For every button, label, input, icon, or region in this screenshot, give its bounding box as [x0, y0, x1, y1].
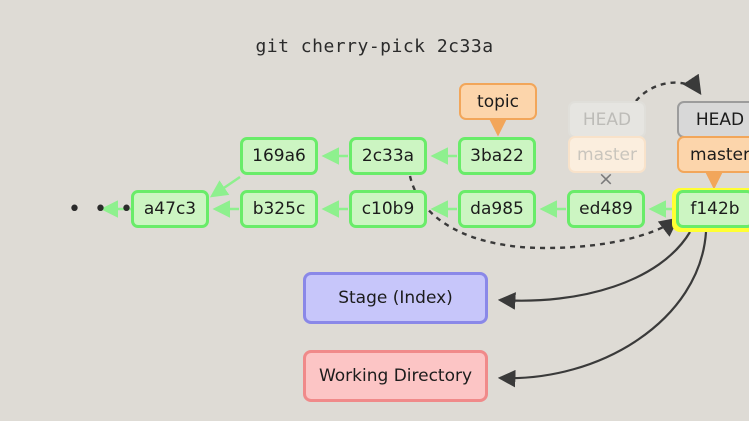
ref-label-master-old: master: [568, 136, 646, 173]
commit-node-f142b[interactable]: f142b: [676, 190, 749, 228]
commit-node-b325c[interactable]: b325c: [240, 190, 318, 228]
commit-node-169a6[interactable]: 169a6: [240, 137, 318, 175]
history-ellipsis: • • •: [68, 197, 136, 222]
stage-index-box[interactable]: Stage (Index): [303, 272, 488, 324]
page-title: git cherry-pick 2c33a: [255, 36, 494, 57]
commit-node-2c33a[interactable]: 2c33a: [349, 137, 427, 175]
head-move-dashed-arrow: [635, 73, 702, 102]
working-directory-box[interactable]: Working Directory: [303, 350, 488, 402]
commit-node-da985[interactable]: da985: [458, 190, 536, 228]
detach-x-mark: ×: [598, 168, 614, 190]
ref-label-head-old: HEAD: [568, 101, 646, 138]
ref-label-master-new[interactable]: master: [677, 136, 749, 173]
arrow-f142b-to-working-directory: [497, 231, 708, 388]
arrow-f142b-to-stage: [497, 231, 691, 310]
ref-label-head-new[interactable]: HEAD: [677, 101, 749, 138]
commit-node-a47c3[interactable]: a47c3: [131, 190, 209, 228]
commit-node-c10b9[interactable]: c10b9: [349, 190, 427, 228]
commit-node-3ba22[interactable]: 3ba22: [458, 137, 536, 175]
commit-node-ed489[interactable]: ed489: [567, 190, 645, 228]
edge-169a6-to-a47c3: [209, 175, 241, 198]
ref-label-topic[interactable]: topic: [459, 83, 537, 120]
cherrypick-dashed-arrow: [408, 175, 679, 250]
